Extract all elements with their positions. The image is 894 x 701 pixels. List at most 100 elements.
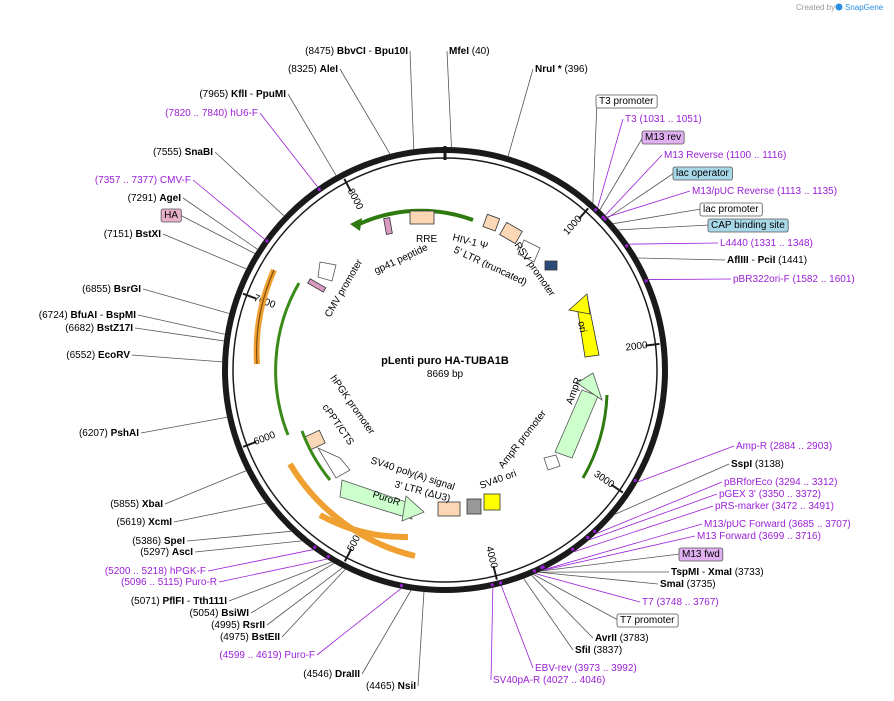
label-avrii: AvrII (3783) (595, 633, 649, 644)
label-nrui: NruI * (396) (535, 64, 588, 75)
feature-gp41: gp41 peptide (373, 242, 430, 277)
leader-line (542, 535, 696, 571)
primer-site-mark (265, 239, 269, 243)
hpgk-promoter-box (316, 447, 351, 479)
label-part: (396) (562, 64, 588, 75)
bottom-green-arrow (300, 430, 332, 481)
leader-line (417, 591, 425, 687)
label-part: (4599 .. 4619) Puro-F (219, 650, 315, 661)
label-part: SnaBI (185, 147, 214, 158)
scale-tick (242, 292, 257, 300)
primer-site-mark (594, 208, 598, 212)
gp41-arrow-head (350, 218, 362, 231)
leader-line (162, 233, 247, 270)
leader-line (607, 172, 675, 219)
label-text: (4546) DraIII (303, 669, 360, 680)
leader-line (607, 190, 691, 218)
leader-line (137, 314, 225, 335)
leader-line (281, 569, 346, 638)
label-text: pBR322ori-F (1582 .. 1601) (733, 274, 855, 285)
label-m13reverse: M13 Reverse (1100 .. 1116) (664, 150, 786, 161)
label-purof: (4599 .. 4619) Puro-F (219, 650, 315, 661)
leader-line (538, 571, 659, 585)
label-part: BsrGI (114, 284, 141, 295)
label-part: (6855) (82, 284, 114, 295)
label-part: XbaI (142, 499, 163, 510)
label-bsiwi: (5054) BsiWI (190, 608, 250, 619)
label-part: (6682) (65, 323, 97, 334)
label-part: (3783) (617, 633, 649, 644)
label-part: DraIII (335, 669, 360, 680)
label-text: EBV-rev (3973 .. 3992) (535, 663, 637, 674)
leader-line (339, 68, 391, 155)
credit: Created by SnapGene (796, 3, 884, 12)
label-part: XcmI (148, 517, 172, 528)
label-part: SpeI (164, 536, 185, 547)
label-text: SspI (3138) (731, 459, 784, 470)
label-lacprom: lac promoter (699, 202, 763, 217)
label-part: M13 Reverse (1100 .. 1116) (664, 150, 786, 161)
leader-line (287, 93, 337, 176)
leader-line (446, 50, 452, 148)
leader-line (507, 68, 534, 157)
plasmid-title: pLenti puro HA-TUBA1B 8669 bp (381, 355, 509, 380)
label-part: (7965) (199, 89, 231, 100)
label-prs: pRS-marker (3472 .. 3491) (715, 501, 834, 512)
ha-tag-box (307, 278, 327, 293)
primer-site-mark (313, 545, 317, 549)
label-part: BstXI (135, 229, 161, 240)
label-hpgkf: (5200 .. 5218) hPGK-F (105, 566, 206, 577)
label-leader-lines (131, 50, 735, 687)
label-text: (5386) SpeI (132, 536, 185, 547)
label-asci: (5297) AscI (140, 547, 193, 558)
leader-line (544, 523, 703, 570)
label-text: (7555) SnaBI (153, 147, 213, 158)
leader-line (194, 540, 302, 553)
label-spei: (5386) SpeI (132, 536, 185, 547)
label-part: BspMI (106, 310, 136, 321)
label-part: lac promoter (703, 204, 759, 215)
label-ampr: Amp-R (2884 .. 2903) (736, 441, 832, 452)
label-m13forward: M13 Forward (3699 .. 3716) (697, 531, 821, 542)
label-m13fwd: M13 fwd (678, 547, 724, 562)
leader-line (592, 100, 598, 204)
label-text: T7 (3748 .. 3767) (642, 597, 719, 608)
label-part: M13 Forward (3699 .. 3716) (697, 531, 821, 542)
leader-line (182, 197, 258, 250)
label-text: AvrII (3783) (595, 633, 649, 644)
label-text: NruI * (396) (535, 64, 588, 75)
snapgene-logo-icon (835, 3, 843, 11)
label-text: MfeI (40) (449, 46, 490, 57)
label-text: lac operator (676, 168, 729, 179)
label-text: (6724) BfuAI - BspMI (39, 310, 136, 321)
label-text: pRS-marker (3472 .. 3491) (715, 501, 834, 512)
label-part: (3735) (684, 579, 716, 590)
label-text: (6207) PshAI (79, 428, 139, 439)
feature-rre: RRE (416, 234, 437, 245)
ampr-green-arrow (581, 394, 609, 479)
label-t3prom: T3 promoter (595, 94, 658, 109)
label-part: - (699, 567, 708, 578)
leader-line (316, 588, 402, 656)
label-part: AvrII (595, 633, 617, 644)
puror-feature-box (339, 479, 413, 520)
leader-line (637, 445, 735, 483)
label-text: (7151) BstXI (104, 229, 161, 240)
leader-line (409, 50, 415, 150)
ori-arrow-head (568, 293, 591, 315)
label-box (699, 202, 763, 217)
label-m13puc: M13/pUC Reverse (1113 .. 1135) (692, 186, 837, 197)
label-sspi: SspI (3138) (731, 459, 784, 470)
label-part: (3837) (591, 645, 623, 656)
label-part: SmaI (660, 579, 684, 590)
leader-line (173, 502, 267, 523)
label-text: pBRforEco (3294 .. 3312) (724, 477, 837, 488)
label-nsii: (4465) NsiI (366, 681, 416, 692)
label-text: (5619) XcmI (116, 517, 172, 528)
label-part: AflIII (727, 255, 749, 266)
label-part: (5619) (116, 517, 148, 528)
feature-ampr-promoter: AmpR promoter (497, 408, 550, 471)
label-draiii: (4546) DraIII (303, 669, 360, 680)
leader-line (541, 553, 681, 572)
